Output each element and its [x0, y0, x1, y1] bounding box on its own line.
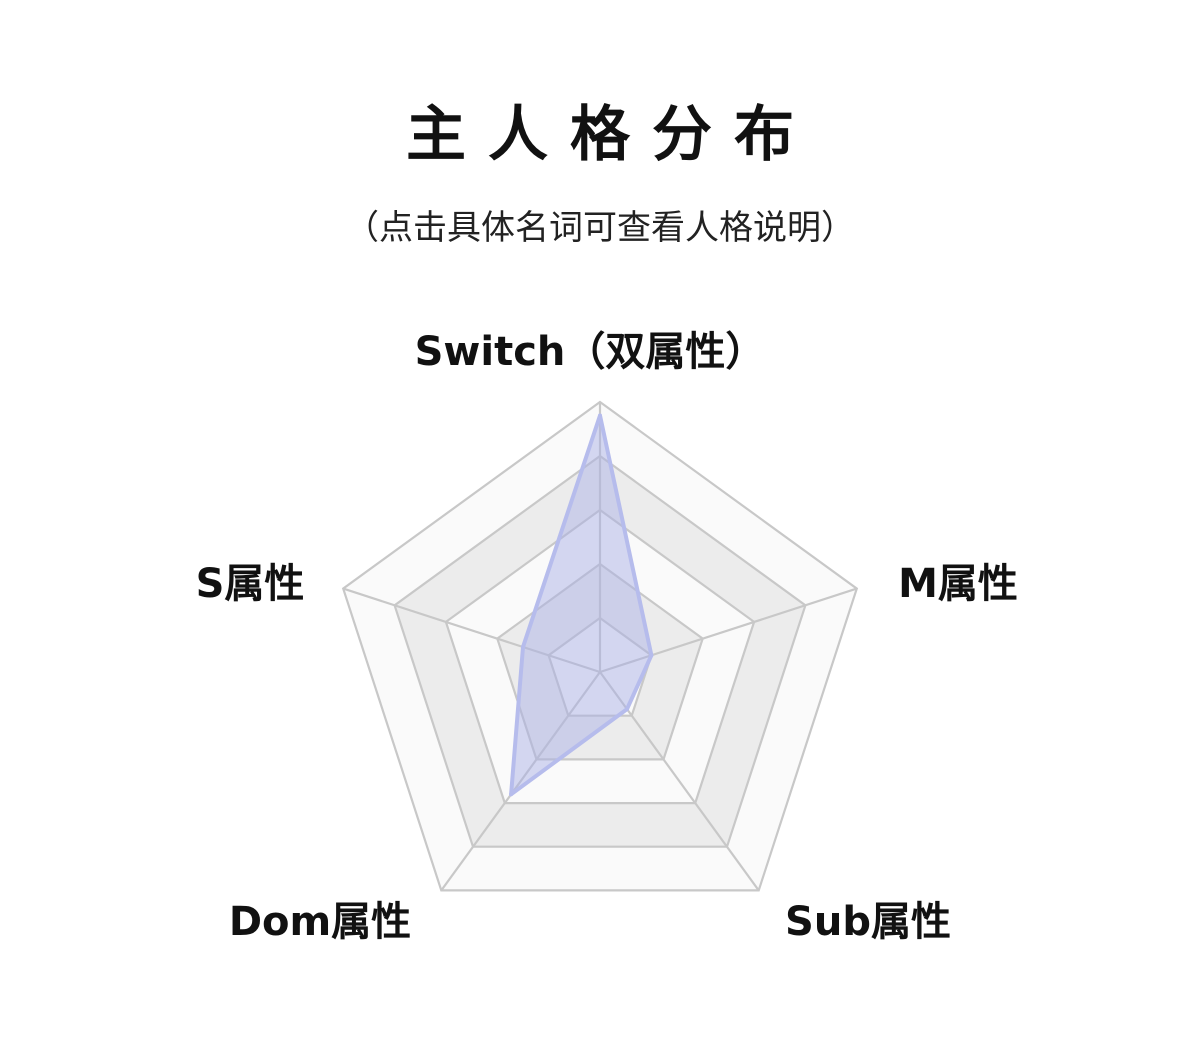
- series-point-m: [649, 653, 654, 658]
- axis-label-m[interactable]: M属性: [898, 561, 1018, 607]
- axis-label-sub[interactable]: Sub属性: [785, 899, 951, 945]
- axis-spoke-m: [599, 587, 858, 674]
- axis-spoke-s: [342, 587, 601, 674]
- page-subtitle: （点击具体名词可查看人格说明）: [345, 208, 855, 248]
- grid-ring-4: [393, 454, 807, 848]
- grid-ring-2: [496, 562, 704, 761]
- series-point-s: [521, 645, 525, 649]
- series-area-0: [509, 413, 654, 797]
- axis-spoke-dom: [440, 671, 601, 892]
- grid-ring-5: [341, 400, 859, 892]
- grid-ring-3: [444, 508, 756, 805]
- axis-label-switch[interactable]: Switch（双属性）: [415, 329, 766, 375]
- page-title: 主人格分布: [406, 100, 816, 170]
- axis-label-s[interactable]: S属性: [196, 561, 305, 607]
- series-point-sub: [625, 707, 629, 712]
- grid-ring-1: [547, 616, 653, 717]
- radar-series-layer: [509, 413, 654, 797]
- series-point-switch: [598, 413, 602, 418]
- series-point-dom: [509, 792, 514, 797]
- axis-label-dom[interactable]: Dom属性: [229, 899, 411, 945]
